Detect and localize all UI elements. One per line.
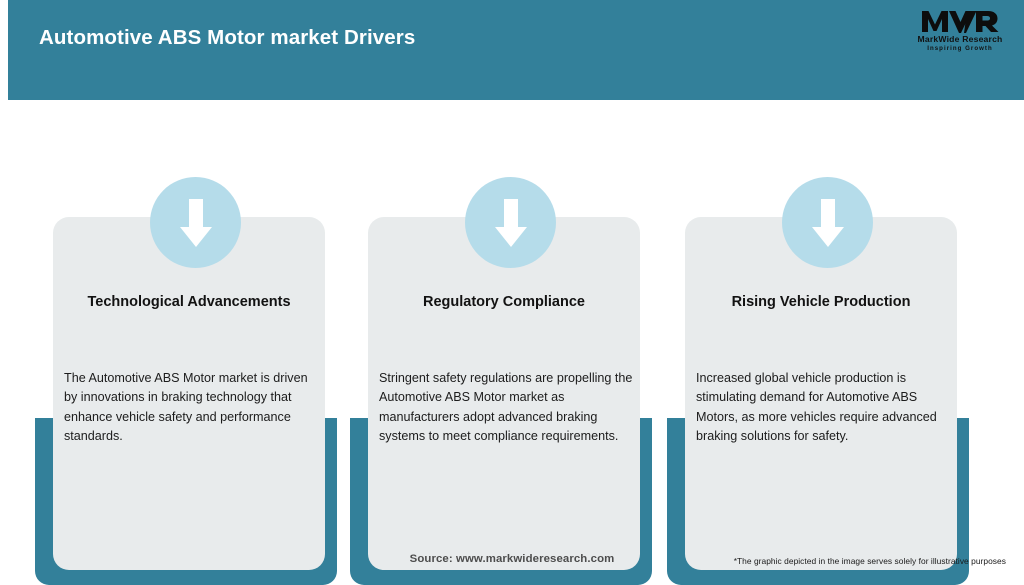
card-body-text: Increased global vehicle production is s… bbox=[696, 371, 937, 443]
arrow-down-glyph bbox=[494, 198, 527, 247]
card-body-text: Stringent safety regulations are propell… bbox=[379, 371, 633, 443]
card-panel: Rising Vehicle Production Increased glob… bbox=[685, 217, 957, 570]
logo-tagline: Inspiring Growth bbox=[927, 44, 993, 52]
logo-company-name: MarkWide Research bbox=[917, 34, 1003, 44]
card-title: Rising Vehicle Production bbox=[731, 294, 911, 310]
brand-logo: MarkWide Research Inspiring Growth bbox=[908, 9, 1012, 57]
arrow-down-icon bbox=[782, 177, 873, 268]
drivers-card-group: Technological Advancements The Automotiv… bbox=[0, 100, 1024, 585]
driver-card-1[interactable]: Technological Advancements The Automotiv… bbox=[35, 140, 337, 585]
driver-card-2[interactable]: Regulatory Compliance Stringent safety r… bbox=[350, 140, 652, 585]
arrow-down-icon bbox=[465, 177, 556, 268]
card-title: Technological Advancements bbox=[87, 294, 291, 310]
mwr-logo-icon bbox=[922, 11, 999, 33]
driver-card-3[interactable]: Rising Vehicle Production Increased glob… bbox=[667, 140, 969, 585]
arrow-down-glyph bbox=[179, 198, 212, 247]
card-panel: Technological Advancements The Automotiv… bbox=[53, 217, 325, 570]
disclaimer-note: *The graphic depicted in the image serve… bbox=[733, 556, 1006, 566]
card-panel: Regulatory Compliance Stringent safety r… bbox=[368, 217, 640, 570]
header-bar: Automotive ABS Motor market Drivers Mark… bbox=[8, 0, 1024, 100]
arrow-down-glyph bbox=[811, 198, 844, 247]
page-title: Automotive ABS Motor market Drivers bbox=[39, 26, 416, 49]
card-body-text: The Automotive ABS Motor market is drive… bbox=[64, 371, 308, 443]
card-title: Regulatory Compliance bbox=[423, 294, 585, 310]
source-label: Source: www.markwideresearch.com bbox=[409, 553, 615, 565]
arrow-down-icon bbox=[150, 177, 241, 268]
